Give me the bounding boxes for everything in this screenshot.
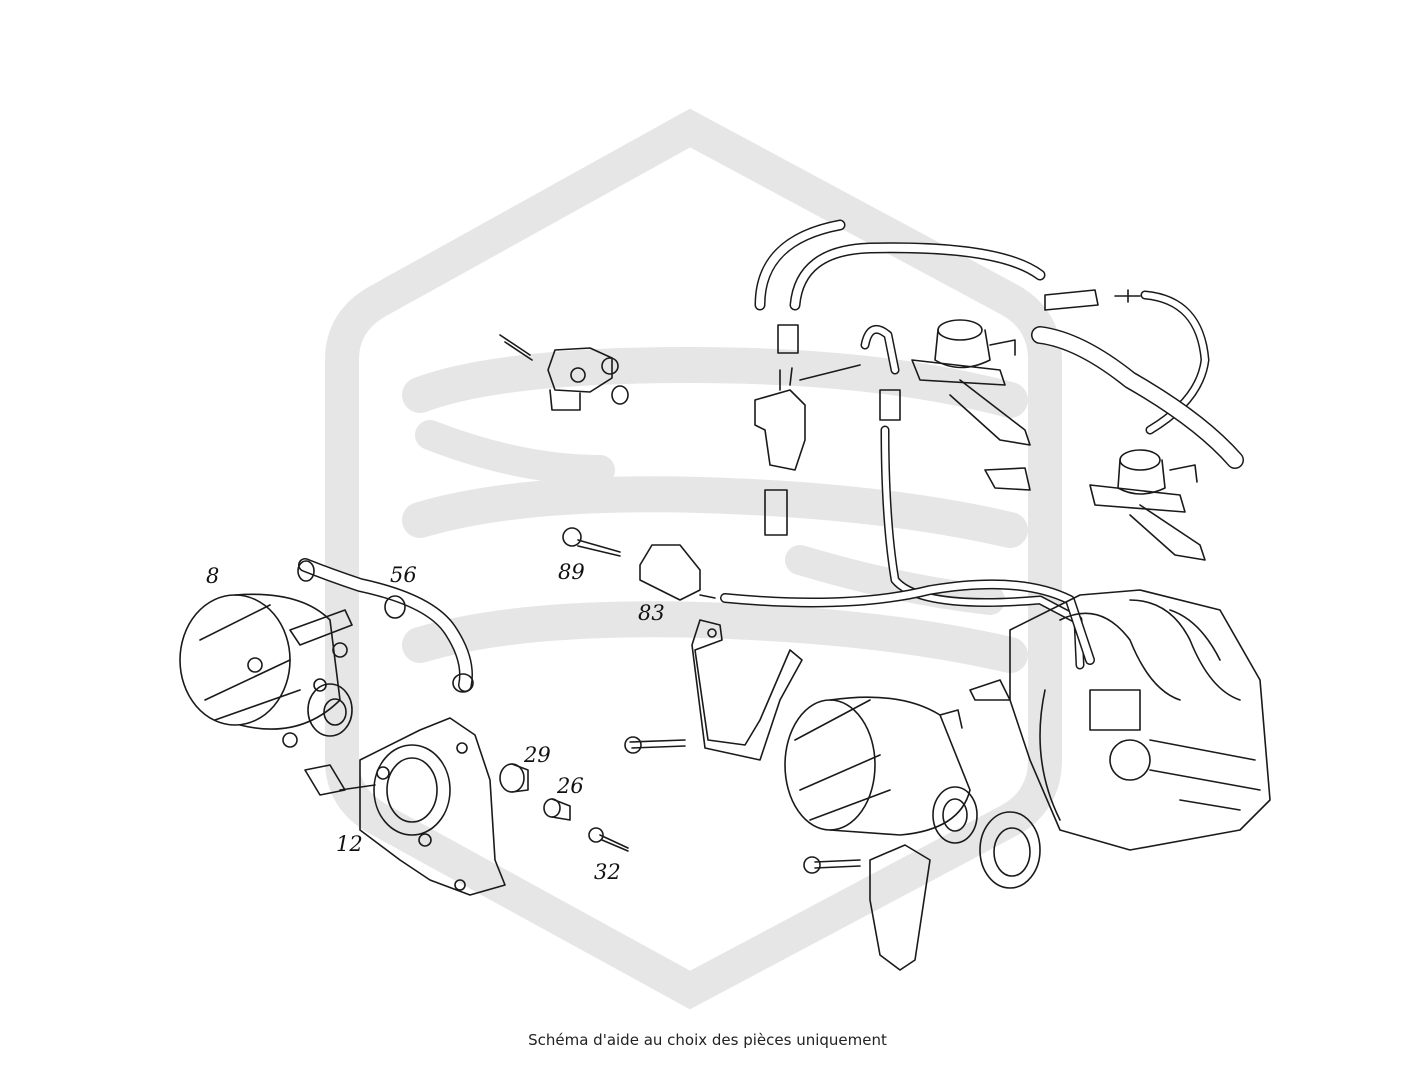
part-label-32: 32 — [594, 860, 621, 884]
watermark-logo — [325, 108, 1062, 1010]
part-label-83: 83 — [638, 601, 665, 625]
diagram-caption: Schéma d'aide au choix des pièces unique… — [528, 1031, 887, 1049]
part-label-29: 29 — [524, 743, 551, 767]
part-label-26: 26 — [557, 774, 584, 798]
check-valve-lower — [1089, 449, 1206, 561]
switchover-valve — [754, 364, 901, 536]
bracket-part-12 — [304, 717, 506, 896]
bolt-part-89 — [562, 527, 621, 557]
part-label-8: 8 — [206, 564, 220, 588]
intake-manifold — [969, 589, 1271, 851]
clip-part-83 — [639, 544, 716, 601]
rubber-ring — [979, 811, 1041, 889]
mounting-bracket — [624, 619, 803, 761]
hose-part-56 — [297, 558, 474, 693]
bushing-part-29 — [499, 763, 529, 793]
bolt-part-32 — [588, 827, 629, 852]
vacuum-hoses — [720, 219, 1244, 670]
air-pump-part-8 — [179, 593, 353, 748]
part-label-89: 89 — [558, 560, 585, 584]
part-label-56: 56 — [390, 563, 417, 587]
air-pump-center — [784, 696, 978, 971]
check-valve-upper — [911, 319, 1031, 491]
sleeve-part-26 — [543, 798, 571, 821]
solenoid-valve — [499, 334, 629, 411]
part-label-12: 12 — [336, 832, 363, 856]
